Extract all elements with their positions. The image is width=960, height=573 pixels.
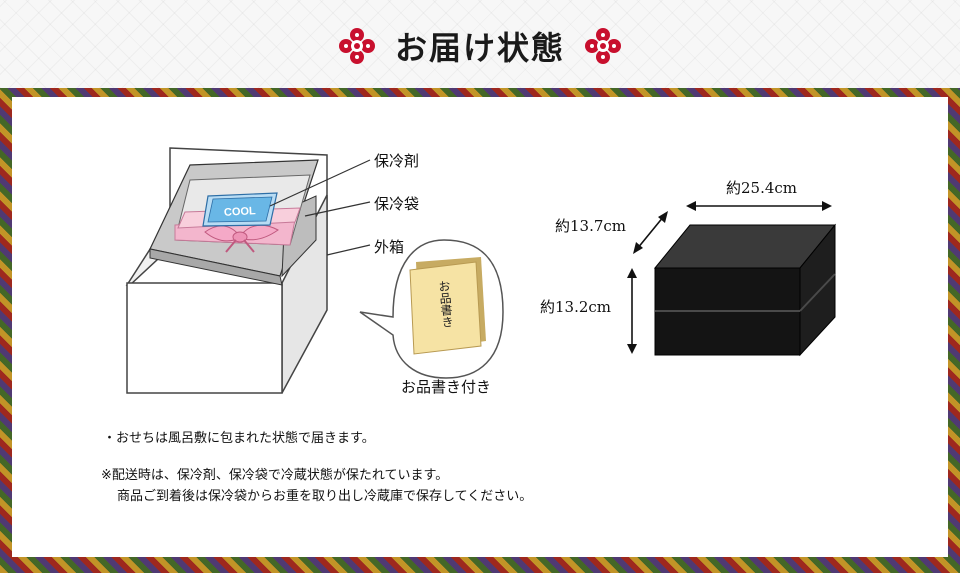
note-refrigerate: 商品ご到着後は保冷袋からお重を取り出し冷蔵庫で保存してください。 (117, 489, 533, 504)
lacquer-box (653, 223, 837, 357)
dimension-depth: 約13.7cm (555, 217, 627, 235)
dimension-height: 約13.2cm (540, 298, 612, 316)
label-cold-bag: 保冷袋 (374, 195, 420, 213)
menu-card-text: お品書き (436, 279, 454, 328)
leader-lines (269, 159, 371, 256)
page-title: お届け状態 (394, 29, 565, 67)
note-cold-storage: ※配送時は、保冷剤、保冷袋で冷蔵状態が保たれています。 (101, 468, 449, 483)
dimension-width: 約25.4cm (726, 179, 798, 197)
cool-pack-text: COOL (224, 205, 257, 219)
crest-icon (585, 28, 621, 64)
label-outer-box: 外箱 (374, 238, 405, 256)
note-furoshiki: ・おせちは風呂敷に包まれた状態で届きます。 (103, 431, 375, 446)
title-row: お届け状態 (0, 18, 960, 74)
dimension-arrows (627, 201, 832, 354)
menu-card-caption: お品書き付き (401, 378, 492, 396)
crest-icon (338, 28, 375, 64)
label-cold-pack: 保冷剤 (374, 152, 420, 170)
cool-pack: COOL (202, 192, 278, 227)
header: お届け状態 (0, 0, 960, 88)
menu-card-bubble: お品書き (359, 239, 504, 379)
